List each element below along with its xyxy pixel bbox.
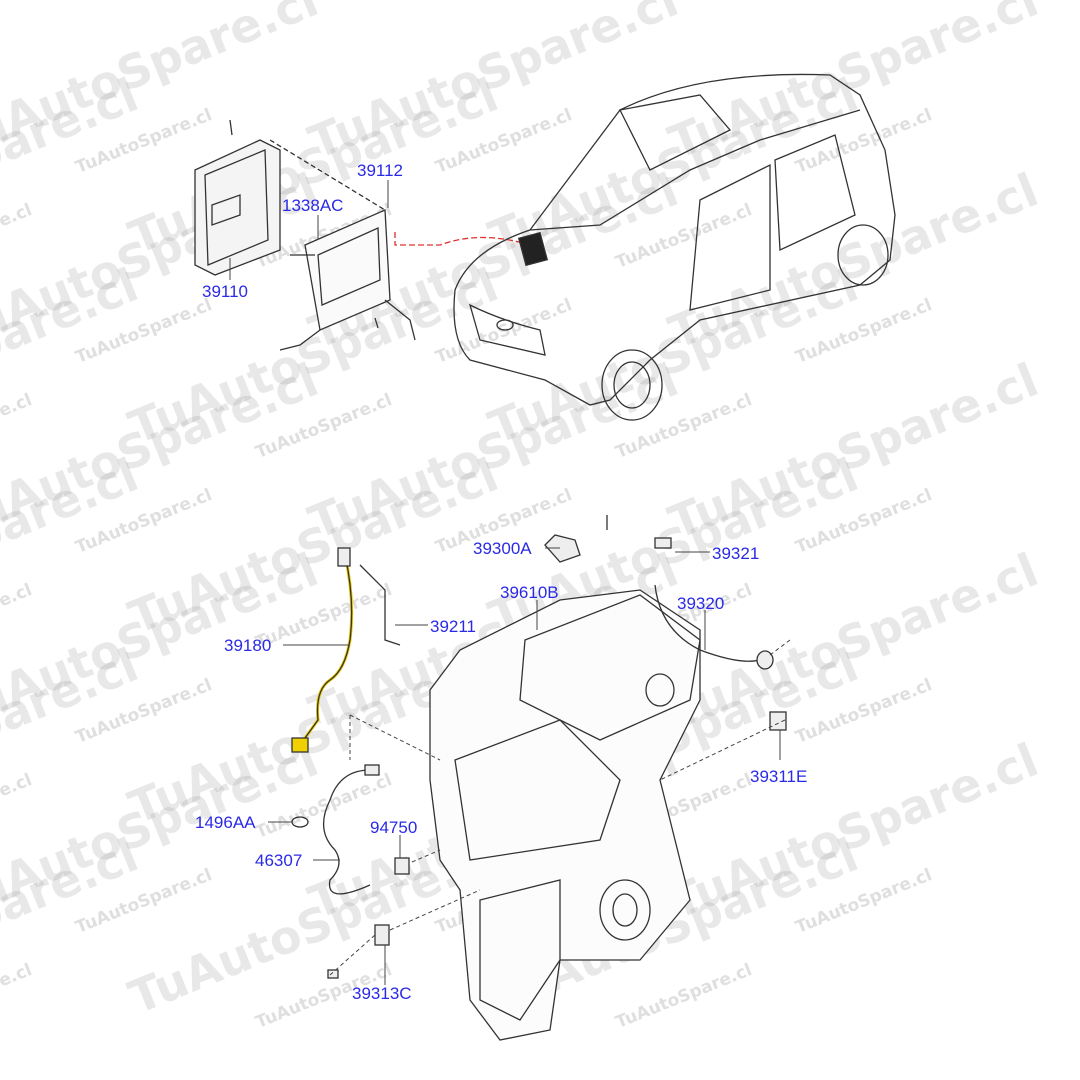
- part-label-1338AC[interactable]: 1338AC: [282, 196, 344, 215]
- part-label-39110[interactable]: 39110: [202, 282, 249, 301]
- part-label-46307[interactable]: 46307: [255, 851, 303, 870]
- part-label-39211[interactable]: 39211: [430, 617, 477, 636]
- harness-39180: [298, 554, 354, 746]
- part-label-39311E[interactable]: 39311E: [750, 767, 808, 786]
- ecu-bracket: [279, 209, 416, 351]
- part-label-39610B[interactable]: 39610B: [500, 583, 559, 602]
- part-label-39300A[interactable]: 39300A: [473, 539, 532, 558]
- ecu-module: [194, 119, 281, 276]
- part-label-39112[interactable]: 39112: [357, 161, 404, 180]
- vehicle-illustration: [453, 73, 896, 421]
- part-label-94750[interactable]: 94750: [370, 818, 418, 837]
- part-label-1496AA[interactable]: 1496AA: [195, 813, 256, 832]
- part-label-39180[interactable]: 39180: [224, 636, 272, 655]
- part-label-39313C[interactable]: 39313C: [352, 984, 412, 1003]
- part-label-39321[interactable]: 39321: [712, 544, 760, 563]
- location-pointer: [394, 232, 531, 246]
- engine-illustration: [429, 589, 701, 1041]
- part-label-39320[interactable]: 39320: [677, 594, 725, 613]
